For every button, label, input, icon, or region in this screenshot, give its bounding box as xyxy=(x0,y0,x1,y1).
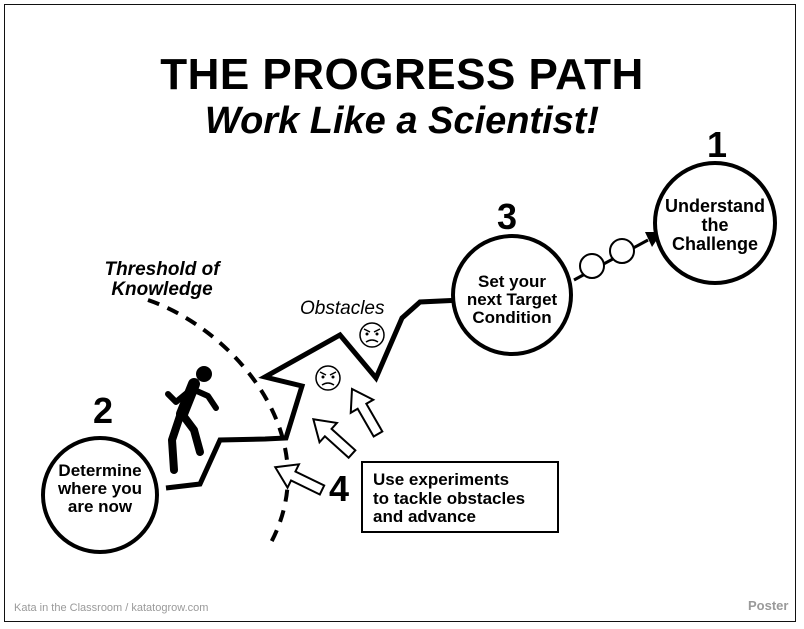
step-2-label-line: where you xyxy=(57,478,143,498)
chain-bubble-1 xyxy=(579,253,605,279)
progress-path-line xyxy=(165,297,463,491)
experiments-text: Use experiments to tackle obstacles and … xyxy=(373,470,526,527)
step-3-label-line: next Target xyxy=(466,289,558,309)
step-2-label: Determine where you are now xyxy=(40,462,160,516)
footer-tag: Poster xyxy=(748,598,789,613)
angry-face-icon xyxy=(315,365,341,391)
step-1-number: 1 xyxy=(707,124,728,165)
experiments-line: Use experiments xyxy=(373,470,510,489)
chain-bubble-2 xyxy=(609,238,635,264)
circle-step-3 xyxy=(451,234,573,356)
experiments-line: to tackle obstacles xyxy=(373,488,526,508)
obstacles-label: Obstacles xyxy=(300,298,385,319)
step-2-number: 2 xyxy=(93,390,114,431)
step-3-label: Set your next Target Condition xyxy=(452,273,572,327)
step-2-label-line: are now xyxy=(67,496,133,516)
step-3-number: 3 xyxy=(497,196,518,237)
step-1-label-line: Understand xyxy=(664,196,765,216)
arrow-icon xyxy=(311,417,357,460)
threshold-label-line: Threshold of xyxy=(104,259,220,280)
arrow-icon xyxy=(273,463,326,496)
experiments-box: Use experiments to tackle obstacles and … xyxy=(361,461,559,533)
arrow-icon xyxy=(349,387,384,438)
circle-step-2 xyxy=(41,436,159,554)
step-3-label-line: Set your xyxy=(477,272,547,291)
step-1-label-line: the xyxy=(701,214,729,235)
poster-frame xyxy=(4,4,796,622)
page-title: THE PROGRESS PATH xyxy=(160,50,644,99)
footer-source: Kata in the Classroom / katatogrow.com xyxy=(14,602,209,614)
running-person-icon xyxy=(165,366,219,474)
step-4-number: 4 xyxy=(329,468,350,509)
step-1-label-line: Challenge xyxy=(671,233,759,254)
threshold-label: Threshold of Knowledge xyxy=(92,260,232,300)
threshold-label-line: Knowledge xyxy=(111,278,213,300)
step-3-label-line: Condition xyxy=(472,307,552,327)
step-2-label-line: Determine xyxy=(58,461,142,480)
circle-step-1 xyxy=(653,161,777,285)
page-subtitle: Work Like a Scientist! xyxy=(204,100,600,142)
angry-face-icon xyxy=(359,322,385,348)
step-1-label: Understand the Challenge xyxy=(655,197,775,254)
experiments-line: and advance xyxy=(373,507,476,527)
threshold-dashed-line xyxy=(147,298,290,549)
